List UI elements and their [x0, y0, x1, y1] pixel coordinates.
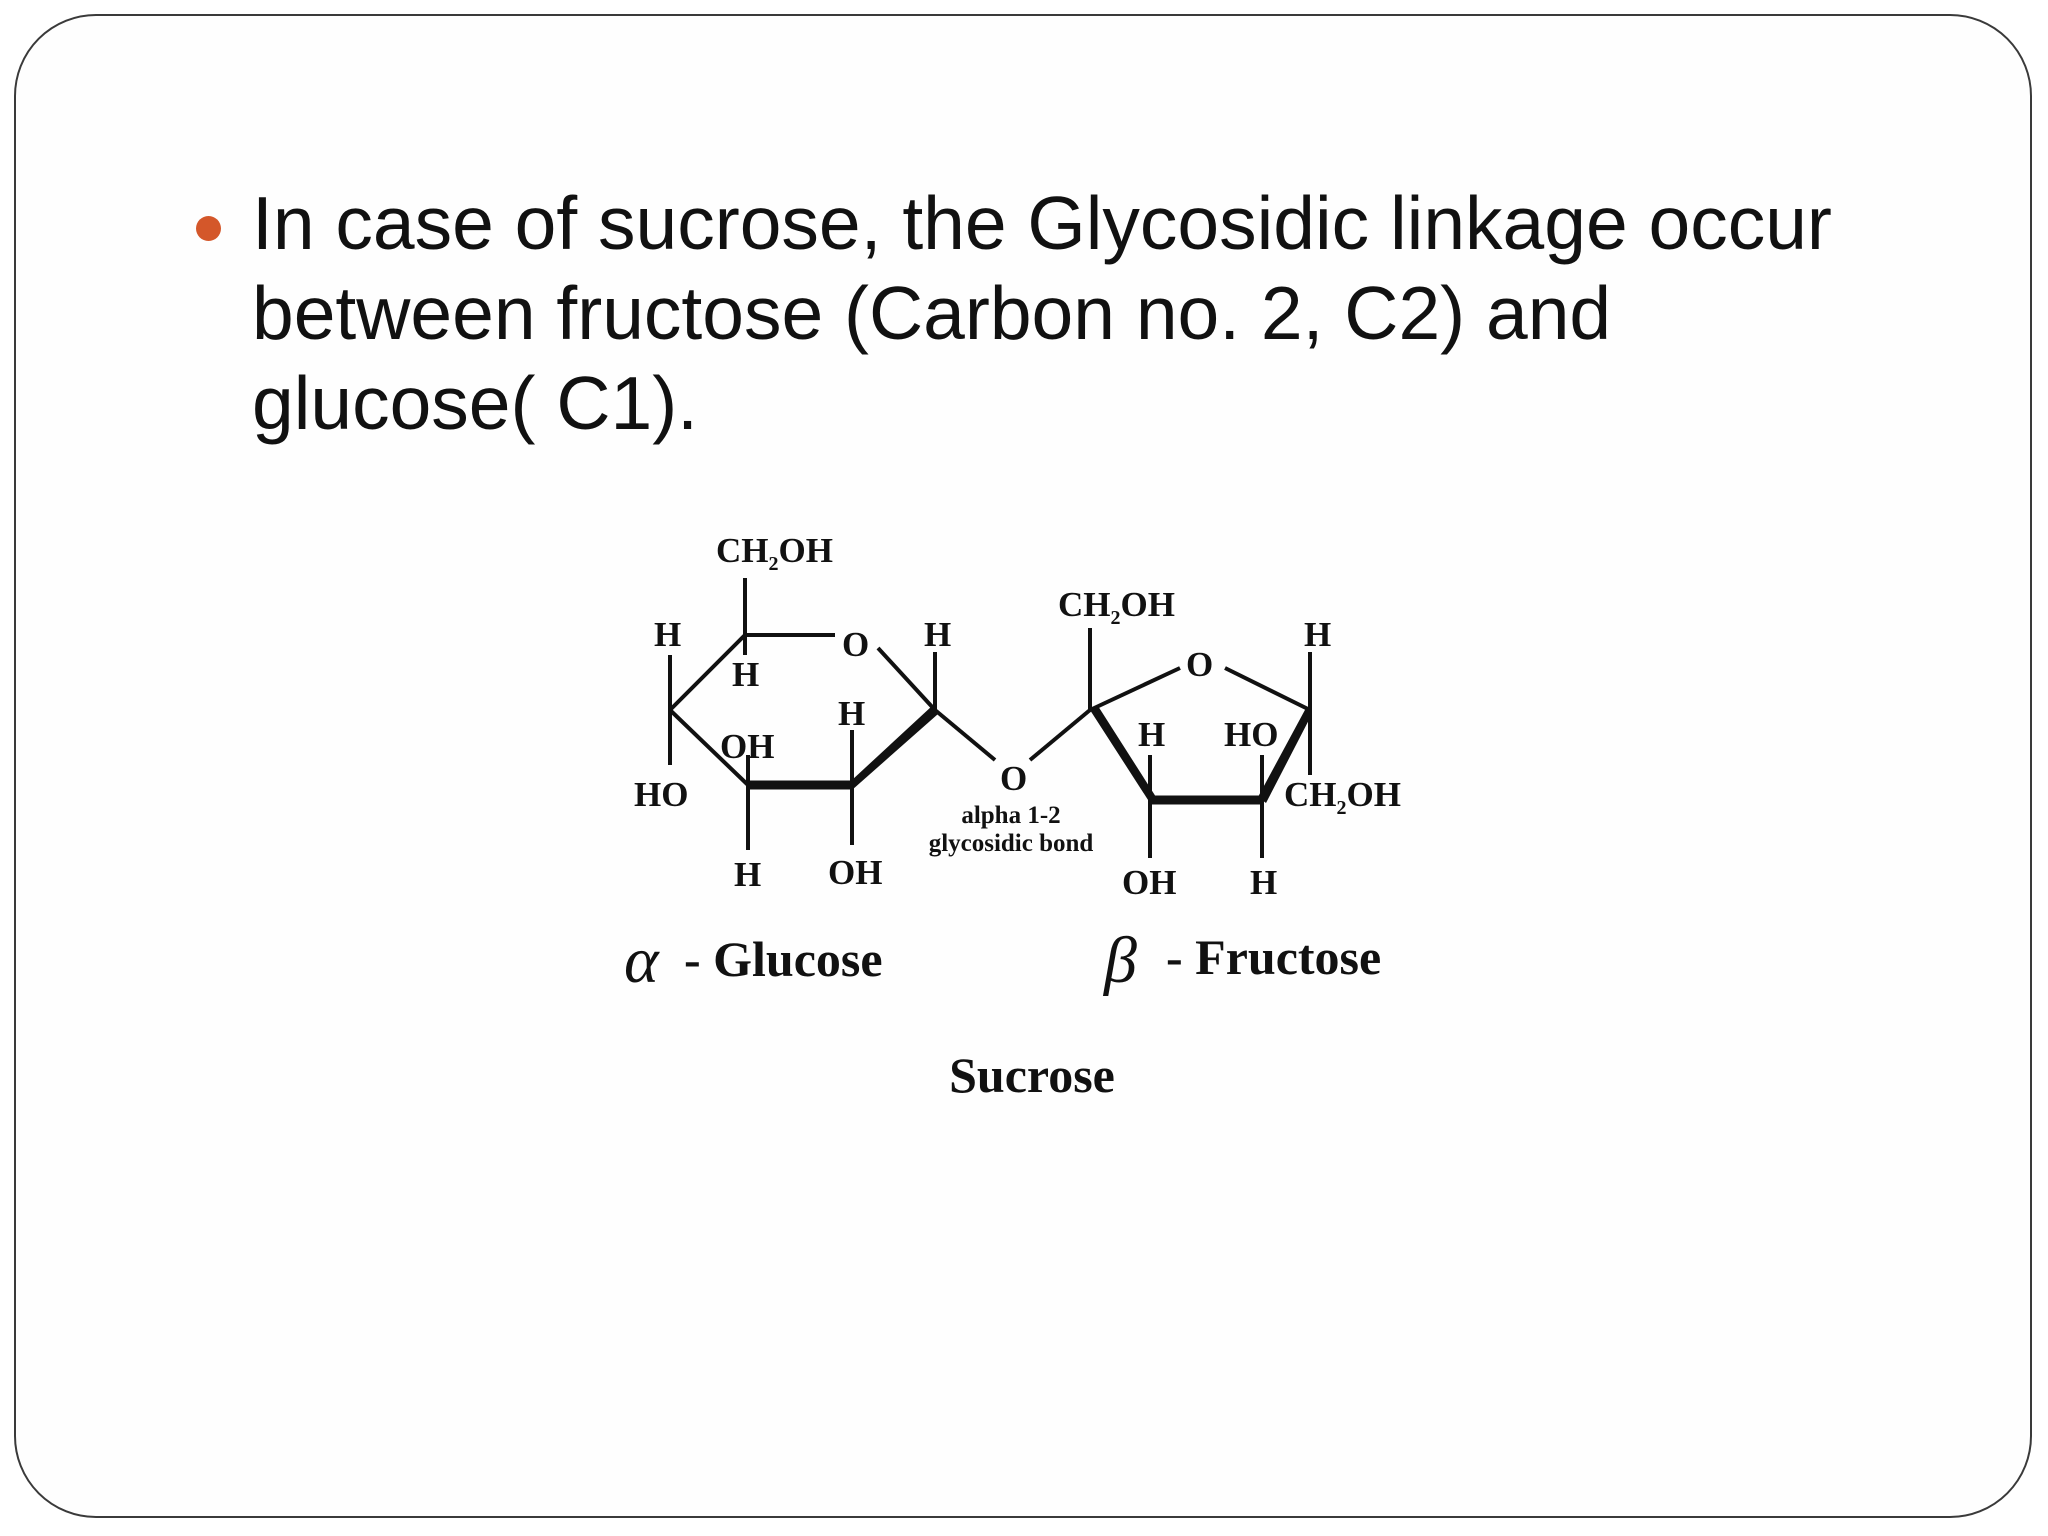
fructose-ho-inner: HO — [1224, 715, 1278, 754]
beta-symbol: β — [1102, 924, 1137, 997]
fructose-oh-bottom: OH — [1122, 863, 1176, 902]
glucose-h-left: H — [654, 615, 681, 654]
bullet-dot-icon — [196, 216, 221, 241]
fructose-ch2oh-right-label: CH2OH — [1284, 775, 1401, 819]
bond-label-line2: glycosidic bond — [929, 830, 1094, 857]
fructose-h-right-top: H — [1304, 615, 1331, 654]
fructose-h-inner: H — [1138, 715, 1165, 754]
glucose-ch2oh-label: CH2OH — [716, 531, 833, 575]
sucrose-structure-diagram: CH2OH O H H H OH H HO H OH O alpha 1-2 g… — [624, 531, 1401, 1103]
fructose-ch2oh-top-label: CH2OH — [1058, 585, 1175, 629]
bond-label-line1: alpha 1-2 — [961, 802, 1060, 829]
glucose-ho-left: HO — [634, 775, 688, 814]
glucose-oh-inner: OH — [720, 727, 774, 766]
alpha-symbol: α — [624, 924, 660, 997]
fructose-ring-bonds — [1088, 628, 1312, 858]
bullet-text: In case of sucrose, the Glycosidic linka… — [252, 181, 1832, 445]
glucose-ring-oxygen: O — [842, 625, 869, 664]
glucose-name: - Glucose — [684, 931, 883, 987]
sucrose-name: Sucrose — [949, 1047, 1115, 1103]
glucose-oh-bottom: OH — [828, 853, 882, 892]
glycosidic-oxygen: O — [1000, 759, 1027, 798]
glucose-h-bottom: H — [734, 855, 761, 894]
slide-frame — [14, 14, 2032, 1518]
fructose-ring-oxygen: O — [1186, 645, 1213, 684]
glucose-ring-bonds — [668, 578, 1092, 850]
fructose-h-bottom: H — [1250, 863, 1277, 902]
glucose-h-right: H — [924, 615, 951, 654]
glucose-h-inner: H — [732, 655, 759, 694]
glucose-h-c3: H — [838, 694, 865, 733]
fructose-name: - Fructose — [1166, 929, 1381, 985]
